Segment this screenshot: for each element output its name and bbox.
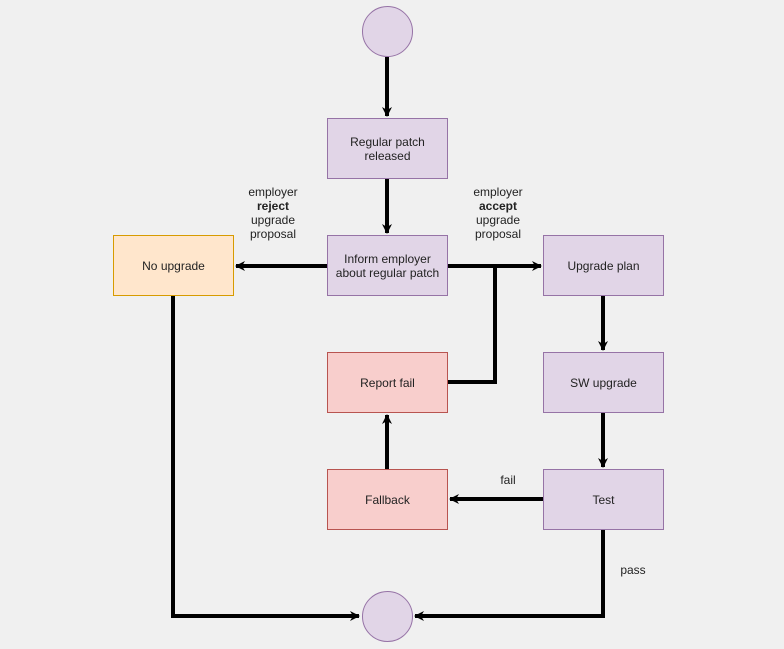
reject-line1: employer <box>248 185 298 199</box>
accept-line2: accept <box>478 199 518 213</box>
upgrade-plan-label: Upgrade plan <box>567 258 640 273</box>
report-fail-label: Report fail <box>360 375 415 390</box>
regular-patch-released-node[interactable]: Regular patch released <box>327 118 448 179</box>
inform-employer-line1: Inform employer <box>344 251 431 266</box>
reject-line3: upgrade <box>250 213 296 227</box>
inform-employer-node[interactable]: Inform employer about regular patch <box>327 235 448 296</box>
end-node[interactable] <box>362 591 413 642</box>
reject-line2: reject <box>256 199 290 213</box>
upgrade-plan-node[interactable]: Upgrade plan <box>543 235 664 296</box>
reject-edge-label: employer reject upgrade proposal <box>238 185 308 241</box>
reject-line4: proposal <box>249 227 297 241</box>
edge-test-to-end <box>414 529 605 621</box>
edge-report-fail-to-junction <box>447 266 497 384</box>
edge-no-upgrade-to-end <box>171 295 360 621</box>
start-node[interactable] <box>362 6 413 57</box>
report-fail-node[interactable]: Report fail <box>327 352 448 413</box>
inform-employer-line2: about regular patch <box>335 265 440 280</box>
sw-upgrade-node[interactable]: SW upgrade <box>543 352 664 413</box>
fail-edge-label: fail <box>500 473 516 487</box>
accept-edge-label: employer accept upgrade proposal <box>463 185 533 241</box>
accept-line1: employer <box>473 185 523 199</box>
accept-line3: upgrade <box>475 213 521 227</box>
test-label: Test <box>592 492 615 507</box>
pass-edge-label: pass <box>620 563 646 577</box>
fallback-node[interactable]: Fallback <box>327 469 448 530</box>
test-node[interactable]: Test <box>543 469 664 530</box>
accept-line4: proposal <box>474 227 522 241</box>
fallback-label: Fallback <box>365 492 410 507</box>
no-upgrade-label: No upgrade <box>142 258 205 273</box>
no-upgrade-node[interactable]: No upgrade <box>113 235 234 296</box>
regular-patch-line2: released <box>364 148 411 163</box>
regular-patch-line1: Regular patch <box>350 134 425 149</box>
sw-upgrade-label: SW upgrade <box>570 375 637 390</box>
